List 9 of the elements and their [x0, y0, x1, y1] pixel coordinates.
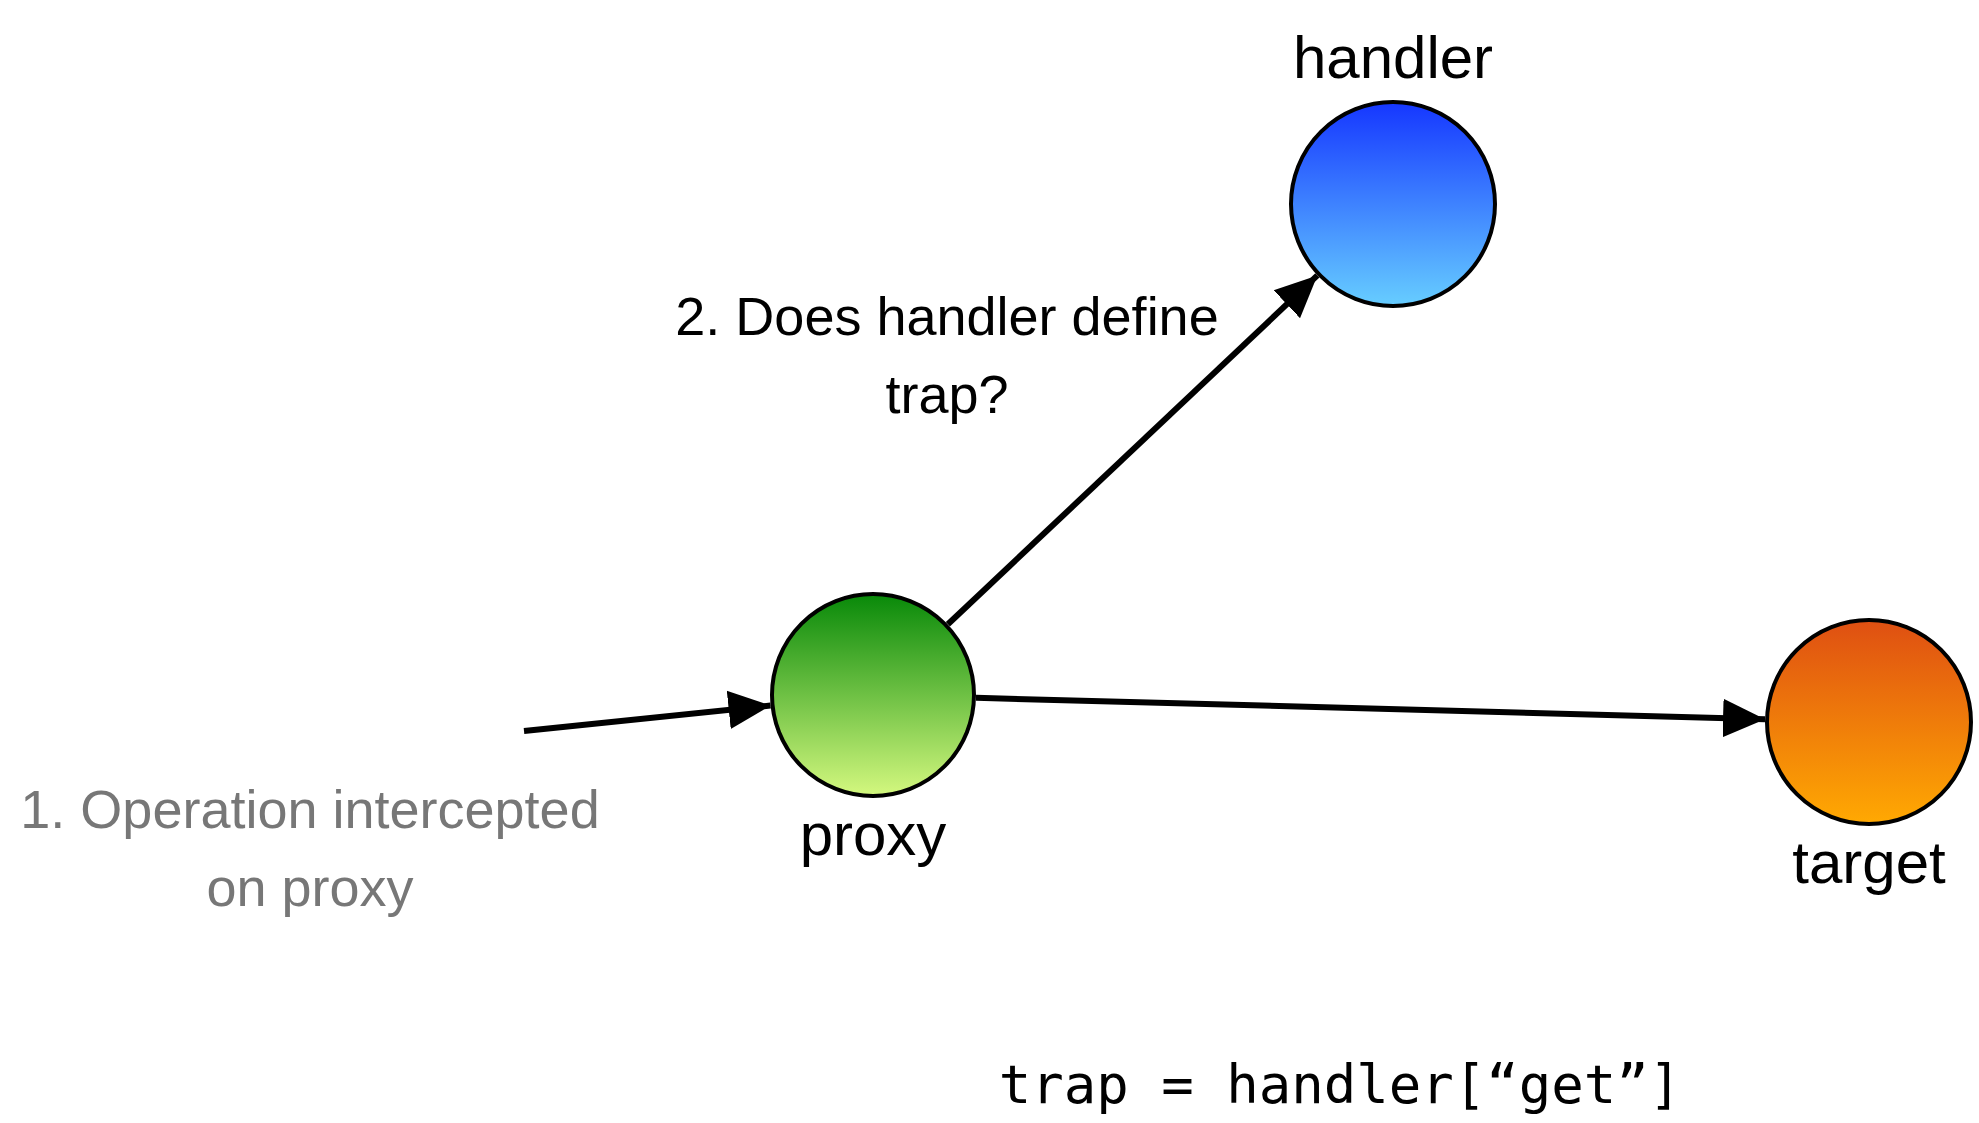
- node-label: handler: [1292, 23, 1494, 92]
- arrow: [523, 690, 771, 734]
- arrow: [975, 694, 1766, 738]
- node-label: proxy: [799, 800, 947, 869]
- note-text: 1. Operation intercepted on proxy: [19, 778, 601, 919]
- code-text: trap = handler[“get”]: [997, 1052, 1683, 1118]
- node-label: target: [1792, 828, 1946, 897]
- arrow: [945, 273, 1320, 627]
- edge-label: 2. Does handler define trap?: [674, 285, 1220, 426]
